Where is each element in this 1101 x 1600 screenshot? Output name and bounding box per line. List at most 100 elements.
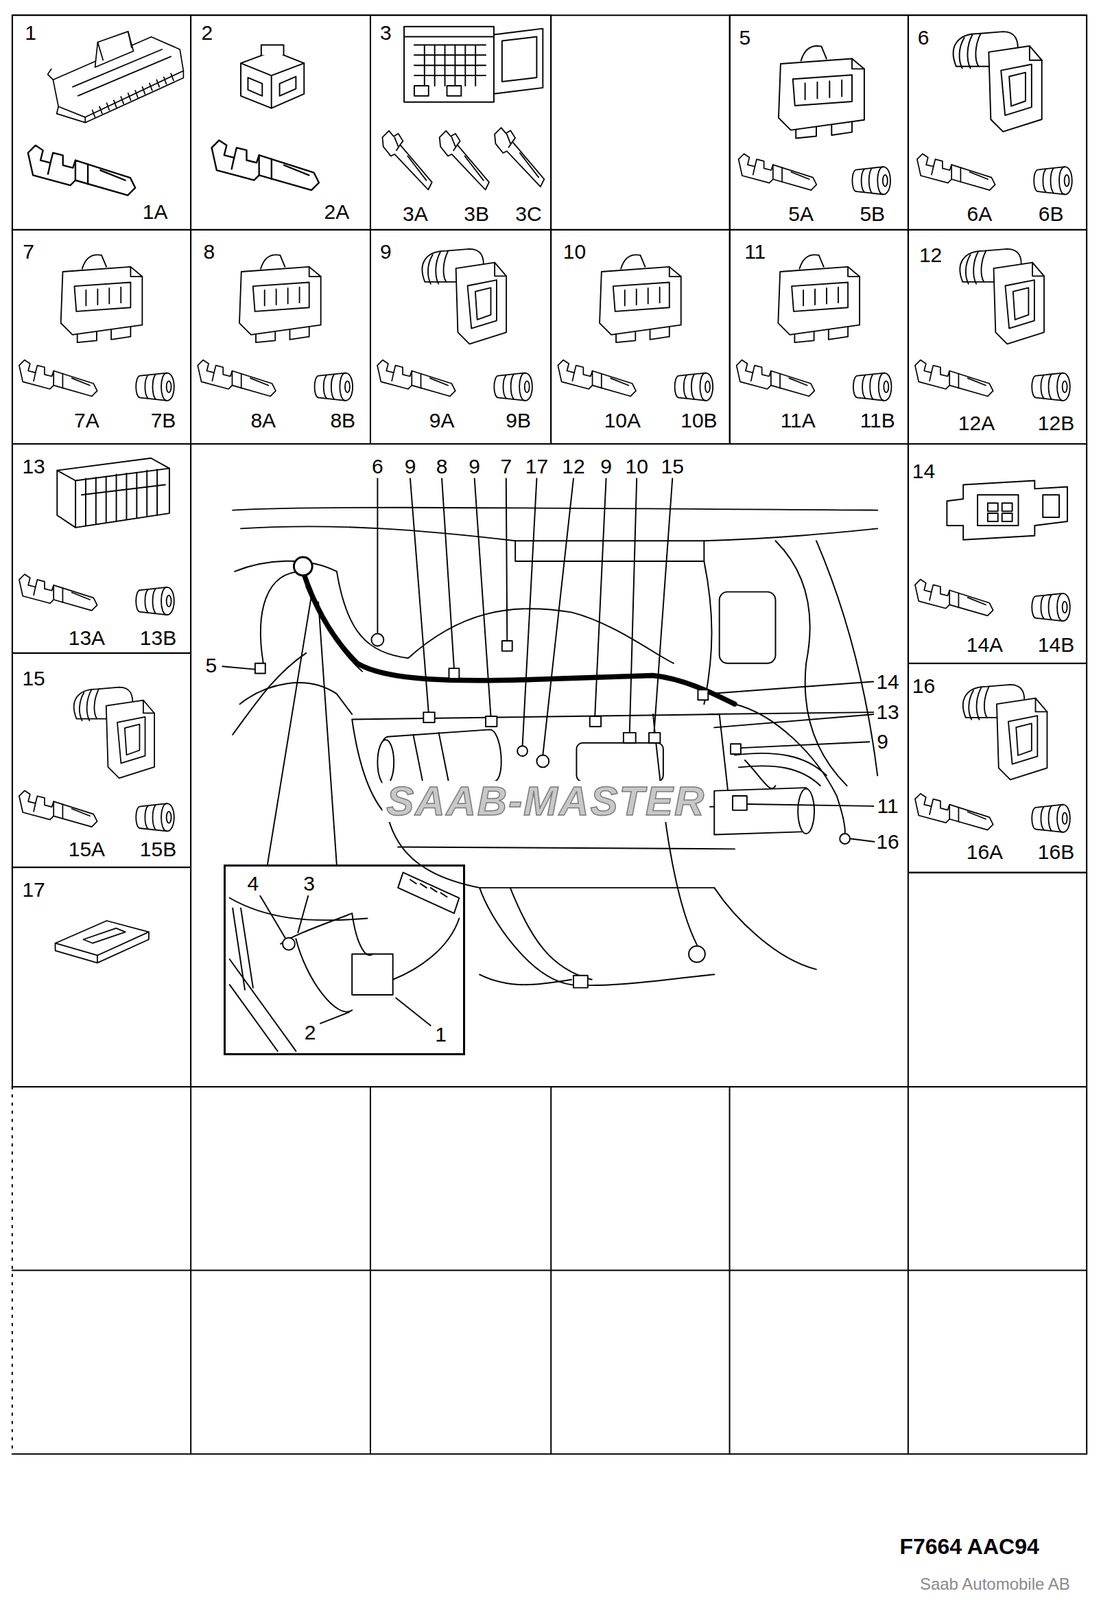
seal [851, 166, 891, 195]
copyright-note: Saab Automobile AB [918, 1575, 1072, 1593]
terminal [19, 360, 98, 397]
item-number: 3 [378, 21, 394, 44]
connector-cell: 33A3B3C [369, 14, 552, 230]
connector-cell: 1414A14B [907, 443, 1088, 665]
engine-bay-drawing [371, 633, 384, 647]
callout-number: 2 [303, 1021, 318, 1044]
seal [493, 373, 533, 401]
leader-line [320, 1011, 350, 1023]
engine-bay-drawing [397, 846, 735, 849]
terminal [382, 131, 432, 191]
engine-bay-drawing [648, 732, 660, 743]
engine-bay-drawing [703, 528, 878, 541]
part-number: 3C [513, 203, 543, 226]
connector-housing [777, 254, 860, 343]
terminal [19, 790, 98, 827]
grid-line [12, 15, 1087, 1454]
callout-number: 3 [301, 872, 317, 895]
item-number: 12 [917, 244, 944, 267]
callout-number: 8 [434, 455, 450, 478]
item-number: 1 [23, 21, 38, 44]
callout-number: 11 [875, 795, 901, 818]
part-number: 12B [1036, 412, 1076, 435]
inset-drawing [232, 908, 254, 990]
seal [135, 587, 175, 615]
figure-code: F7664 AAC94 [897, 1534, 1040, 1558]
item-number: 7 [21, 240, 36, 263]
connector-cell: 22A [190, 14, 372, 230]
part-number: 3A [401, 203, 430, 226]
connector-housing [240, 44, 304, 108]
leader-line [747, 803, 874, 807]
engine-bay-drawing [697, 689, 708, 700]
callout-number: 15 [659, 455, 686, 478]
engine-bay-drawing [775, 540, 847, 786]
engine-bay-drawing [744, 760, 776, 789]
seal [1031, 593, 1071, 621]
engine-bay-drawing [232, 507, 878, 988]
inset-drawing [229, 959, 297, 1051]
engine-bay-drawing [502, 640, 513, 651]
leader-line [222, 666, 256, 669]
part-number: 9B [504, 409, 533, 432]
connector-cell: 1 1A [11, 14, 192, 230]
engine-bay-drawing [730, 743, 741, 754]
leader-line [851, 838, 876, 842]
part-number: 16B [1036, 841, 1076, 863]
terminal [19, 574, 98, 611]
leader-line [594, 478, 606, 717]
engine-bay-drawing [714, 787, 814, 835]
part-number: 12A [956, 412, 997, 435]
engine-bay-drawing [380, 729, 501, 788]
leader-line [653, 478, 673, 733]
terminal [211, 139, 319, 191]
engine-bay-drawing [732, 795, 748, 811]
callout-number: 6 [370, 455, 385, 478]
terminal [439, 131, 490, 191]
engine-bay-drawing [576, 742, 663, 783]
connector-cell: 1515A15B [11, 652, 192, 868]
leader-line [441, 478, 455, 669]
leader-line [542, 478, 574, 756]
engine-bay-drawing [377, 739, 394, 785]
callout-number: 17 [524, 455, 550, 478]
engine-bay-drawing [260, 571, 304, 664]
part-number: 7B [149, 409, 178, 432]
engine-bay-drawing [517, 745, 528, 756]
part-number: 6A [965, 203, 994, 226]
terminal [197, 360, 276, 397]
part-number: 11B [858, 409, 897, 432]
connector-housing [48, 31, 184, 123]
part-number: 1A [141, 200, 170, 223]
engine-bay-drawing [688, 945, 706, 963]
connector-cell: 1111A11B [729, 229, 909, 445]
part-number: 8B [328, 409, 357, 432]
part-number: 5B [858, 203, 887, 226]
grid-line [11, 1086, 14, 1454]
watermark: SAAB-MASTER [382, 780, 710, 822]
part-number: 10B [679, 409, 719, 432]
engine-bay-drawing [703, 561, 712, 704]
part-number: 7A [72, 409, 101, 432]
engine-bay-drawing [255, 663, 266, 674]
seal [1033, 166, 1073, 195]
part-number: 9A [428, 409, 457, 432]
engine-bay-drawing [719, 592, 776, 664]
part-number: 6B [1037, 203, 1066, 226]
engine-bay-drawing [423, 712, 435, 723]
callout-number: 1 [433, 1023, 448, 1046]
callout-number: 12 [560, 455, 586, 478]
connector-cell: 88A8B [190, 229, 372, 445]
item-number: 15 [20, 667, 46, 690]
connector-housing [404, 26, 543, 103]
part-number: 2A [323, 200, 352, 223]
inset-drawing [229, 897, 368, 920]
engine-bay-drawing [479, 974, 572, 985]
terminal [915, 793, 994, 831]
part-number: 5A [786, 203, 815, 226]
connector-cell: 66A6B [907, 14, 1088, 230]
callout-number: 9 [467, 455, 482, 478]
connector-cell: 17 [11, 866, 192, 1088]
part-number: 8A [249, 409, 278, 432]
callout-number: 7 [498, 455, 514, 478]
